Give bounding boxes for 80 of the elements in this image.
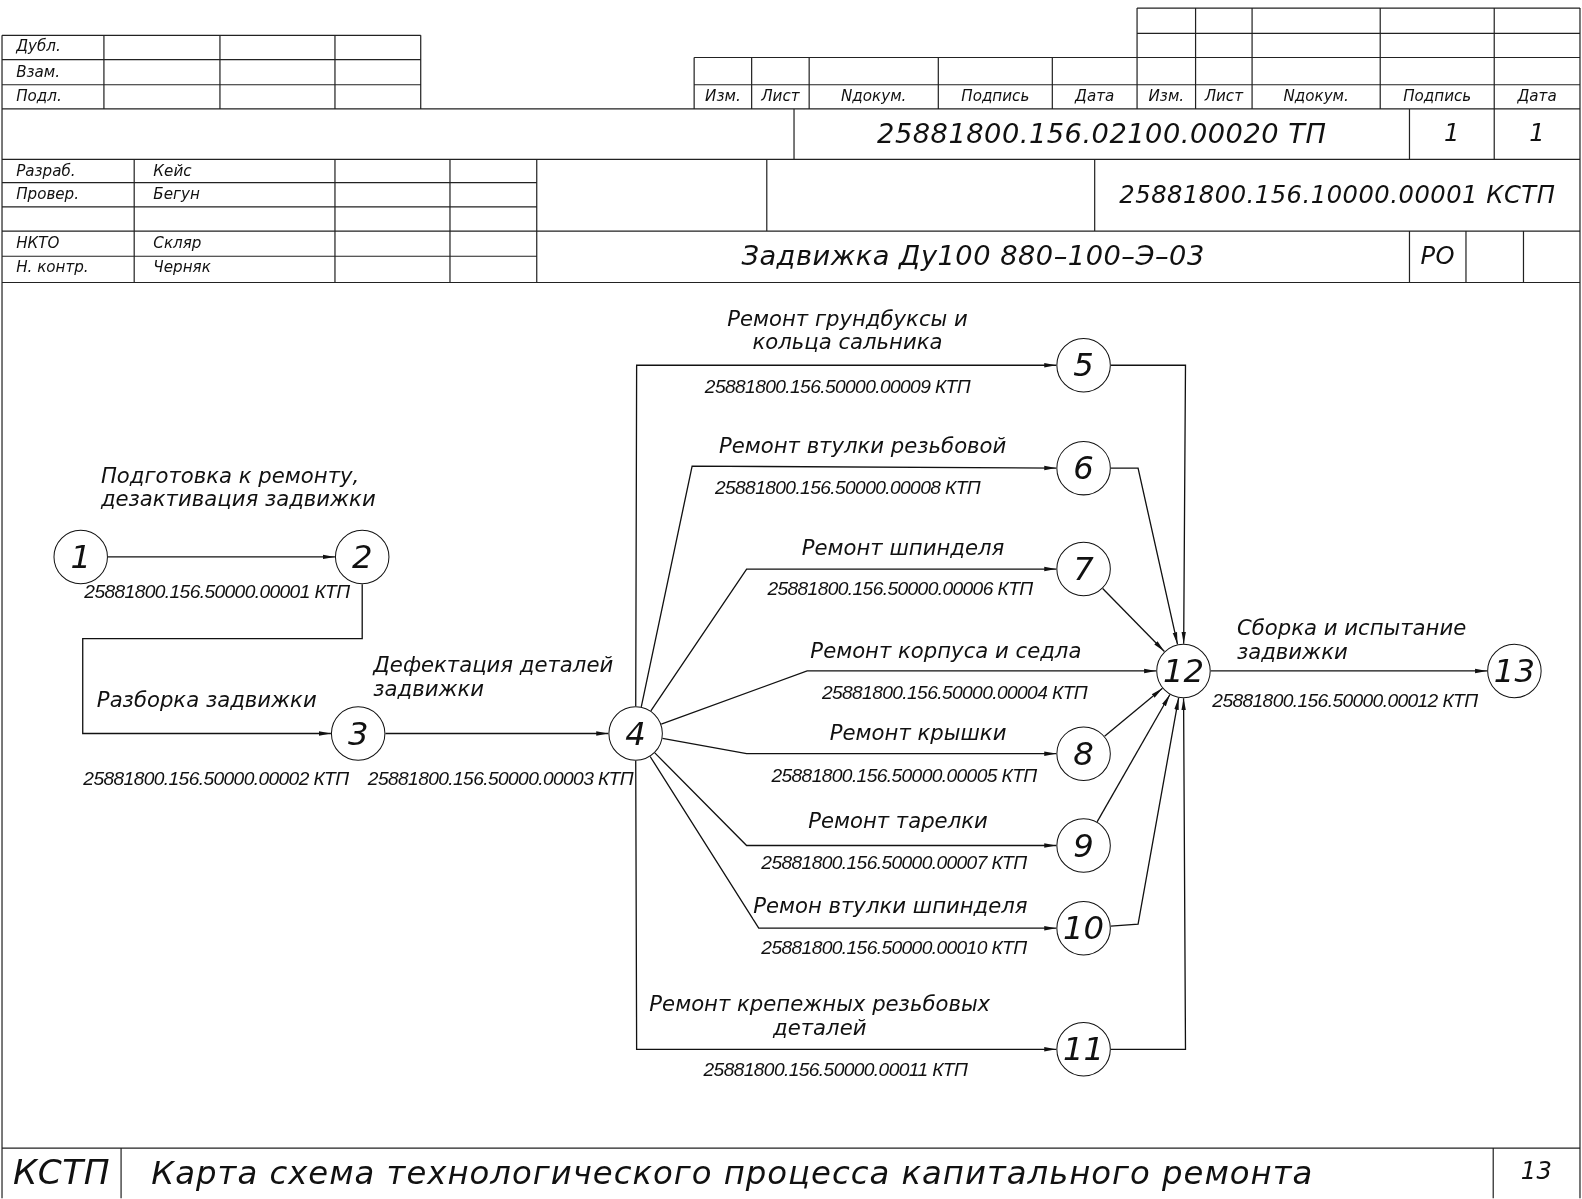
- document-code: 25881800.156.50000.00010 КТП: [761, 938, 1027, 959]
- event-circle: 4: [608, 706, 663, 761]
- arrow: [1110, 697, 1187, 1050]
- title-block-text: 25881800.156.10000.00001 КСТП: [1119, 182, 1556, 208]
- document-code: 25881800.156.50000.00004 КТП: [821, 683, 1088, 704]
- arrow: [635, 760, 1057, 1052]
- table-cell-text: Разраб.: [16, 163, 76, 179]
- title-block-text: 1: [1529, 121, 1546, 147]
- arrow: [107, 554, 336, 560]
- table-cell-text: Черняк: [153, 260, 211, 277]
- table-cell-text: Изм.: [705, 88, 741, 105]
- edge-label: Ремонт шпинделя: [801, 537, 1005, 561]
- table-cell-text: Дата: [1517, 88, 1557, 105]
- document-code: 25881800.156.50000.00005 КТП: [771, 765, 1037, 786]
- event-circle: 1: [53, 529, 108, 585]
- table-cell-text: Подпись: [1403, 88, 1472, 105]
- event-circle: 9: [1056, 818, 1111, 873]
- document-code: 25881800.156.50000.00008 КТП: [714, 477, 981, 498]
- table-cell-text: Дата: [1075, 88, 1115, 105]
- table-cell-text: Скляр: [153, 235, 202, 252]
- table-cell-text: Изм.: [1148, 88, 1185, 105]
- document-code: 25881800.156.50000.00011 КТП: [703, 1059, 968, 1080]
- table-cell-text: Подл.: [16, 88, 62, 105]
- arrow: [661, 737, 1057, 756]
- arrow: [1102, 587, 1166, 653]
- arrow: [1096, 693, 1171, 823]
- edge-label: Разборка задвижки: [96, 689, 317, 713]
- document-code: 25881800.156.50000.00002 КТП: [83, 768, 349, 789]
- edge-label: Ремонт тарелки: [808, 810, 988, 834]
- title-block-text: 25881800.156.02100.00020 ТП: [877, 119, 1327, 149]
- arrow: [660, 668, 1157, 725]
- diagram-title: Карта схема технологического процесса капитального ремонта: [151, 1157, 1314, 1192]
- title-block-text: 13: [1520, 1159, 1553, 1186]
- event-circle: 7: [1056, 541, 1111, 597]
- arrow: [640, 465, 1057, 708]
- document-code: 25881800.156.50000.00006 КТП: [767, 579, 1033, 600]
- arrow: [635, 363, 1057, 707]
- edge-label: Ремонт корпуса и седла: [810, 640, 1082, 664]
- event-circle: 11: [1056, 1022, 1111, 1077]
- event-circle: 2: [334, 529, 390, 585]
- table-cell-text: Дубл.: [16, 39, 61, 56]
- table-cell-text: Подпись: [961, 88, 1030, 105]
- table-cell-text: НКТО: [16, 235, 60, 252]
- arrow: [1210, 668, 1488, 674]
- arrow: [1103, 687, 1164, 737]
- table-cell-text: Кейс: [153, 163, 192, 179]
- document-code: 25881800.156.50000.00003 КТП: [367, 768, 633, 789]
- title-block-text: РО: [1420, 244, 1456, 270]
- table-cell-text: Бегун: [153, 186, 200, 203]
- arrow: [650, 566, 1057, 712]
- document-code: 25881800.156.50000.00009 КТП: [704, 376, 970, 397]
- table-cell-text: Н. контр.: [16, 260, 89, 277]
- table-cell-text: Провер.: [16, 186, 80, 203]
- table-cell-text: Лист: [1204, 88, 1243, 105]
- table-cell-text: Лист: [761, 88, 800, 105]
- edge-label: Ремонт крышки: [829, 721, 1007, 746]
- title-block-text: КСТП: [13, 1155, 111, 1192]
- event-circle: 12: [1156, 643, 1211, 699]
- edge-label: Ремон втулки шпинделя: [753, 895, 1028, 919]
- edge-label: Ремонт втулки резьбовой: [718, 435, 1007, 459]
- arrow: [1110, 467, 1179, 646]
- arrow: [654, 752, 1057, 848]
- event-circle: 13: [1487, 643, 1542, 699]
- event-circle: 3: [330, 706, 386, 761]
- arrow: [82, 583, 363, 736]
- event-circle: 6: [1056, 440, 1111, 496]
- arrow: [1110, 697, 1180, 927]
- title-block-text: 1: [1443, 121, 1460, 147]
- event-circle: 8: [1056, 726, 1111, 781]
- table-cell-text: Nдокум.: [1283, 88, 1349, 105]
- event-circle: 5: [1056, 338, 1111, 393]
- event-circle: 10: [1056, 900, 1111, 956]
- arrow: [649, 755, 1057, 931]
- table-cell-text: Nдокум.: [841, 88, 907, 105]
- document-code: 25881800.156.50000.00012 КТП: [1212, 691, 1478, 712]
- title-block-text: Задвижка Ду100 880–100–Э–03: [741, 242, 1205, 272]
- arrow: [1110, 364, 1187, 645]
- table-cell-text: Взам.: [16, 64, 61, 81]
- document-code: 25881800.156.50000.00007 КТП: [761, 852, 1027, 873]
- arrow: [384, 731, 610, 736]
